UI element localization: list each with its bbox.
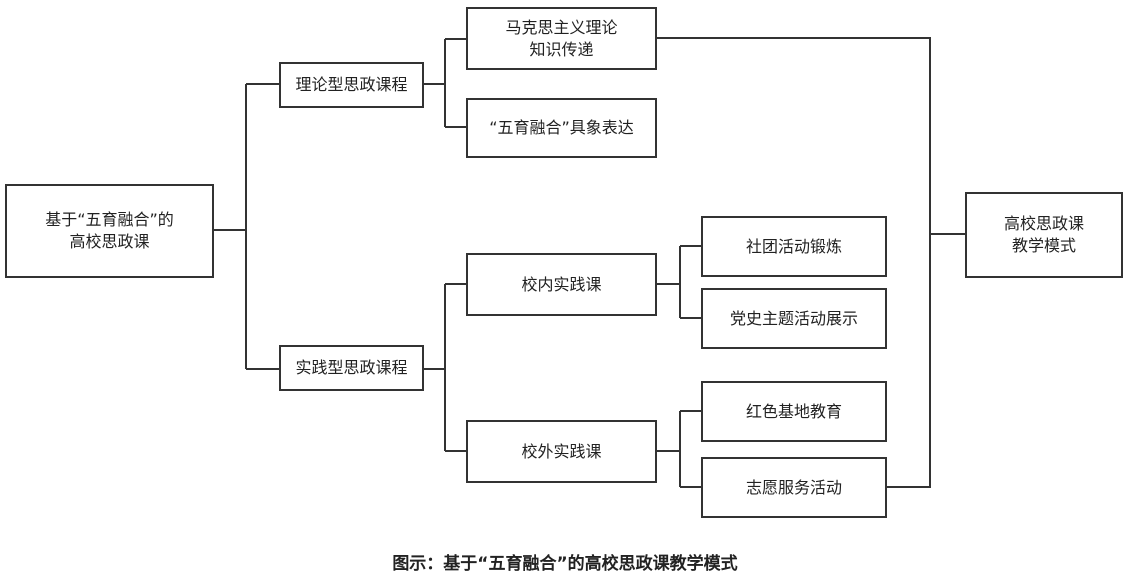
result-line1: 高校思政课 (1003, 214, 1084, 233)
theory-course-node: 理论型思政课程 (279, 62, 424, 108)
offcampus-practice-node: 校外实践课 (466, 420, 657, 483)
figure-caption: 图示：基于“五育融合”的高校思政课教学模式 (392, 554, 738, 574)
connector-marxism-result (656, 37, 931, 234)
club-activity-label: 社团活动锻炼 (745, 236, 842, 256)
practice-course-node: 实践型思政课程 (279, 345, 424, 391)
party-history-node: 党史主题活动展示 (701, 288, 887, 349)
offcampus-practice-label: 校外实践课 (521, 441, 602, 461)
party-history-label: 党史主题活动展示 (729, 308, 858, 328)
root-node-line2: 高校思政课 (69, 232, 150, 251)
result-line2: 教学模式 (1011, 236, 1076, 255)
campus-practice-node: 校内实践课 (466, 253, 657, 316)
connector-volunteer-result (886, 234, 931, 488)
club-activity-node: 社团活动锻炼 (701, 216, 887, 277)
red-base-node: 红色基地教育 (701, 381, 887, 442)
practice-course-label: 实践型思政课程 (295, 358, 408, 377)
marxism-line2: 知识传递 (529, 39, 594, 59)
red-base-label: 红色基地教育 (745, 401, 842, 421)
theory-course-label: 理论型思政课程 (295, 75, 408, 94)
marxism-node: 马克思主义理论 知识传递 (466, 7, 657, 70)
root-node-line1: 基于“五育融合”的 (45, 210, 174, 229)
marxism-line1: 马克思主义理论 (505, 17, 618, 37)
campus-practice-label: 校内实践课 (521, 274, 602, 294)
five-edu-expression-label: “五育融合”具象表达 (489, 118, 634, 137)
result-node: 高校思政课 教学模式 (965, 192, 1123, 278)
volunteer-label: 志愿服务活动 (745, 477, 842, 497)
five-edu-expression-node: “五育融合”具象表达 (466, 98, 657, 158)
root-node: 基于“五育融合”的 高校思政课 (5, 184, 214, 278)
volunteer-node: 志愿服务活动 (701, 457, 887, 518)
